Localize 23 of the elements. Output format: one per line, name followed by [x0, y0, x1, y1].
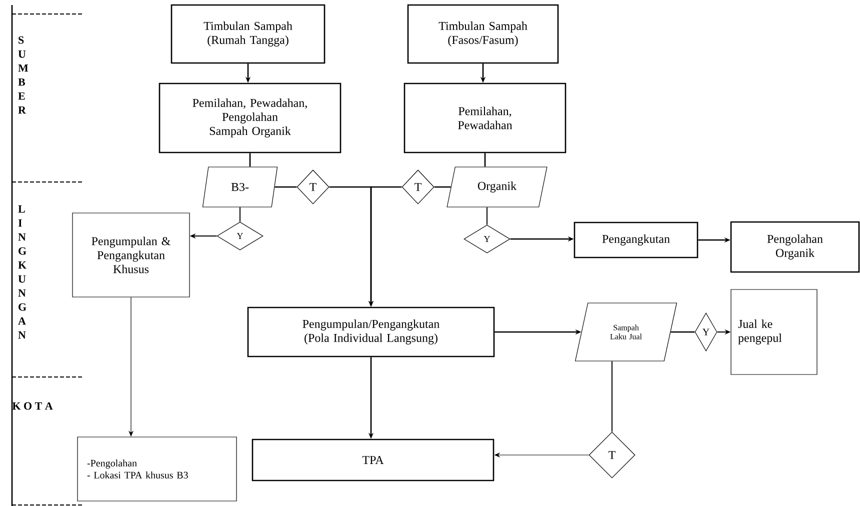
process-box: Timbulan Sampah (Fasos/Fasum) [407, 4, 559, 64]
section-label: L I N G K U N G A N [18, 205, 26, 339]
connector-line [670, 331, 695, 333]
process-box: Pemilahan, Pewadahan [404, 82, 566, 154]
process-box: Pengangkutan [574, 222, 698, 258]
process-box: Pengumpulan/Pengangkutan (Pola Individual Langsung) [247, 306, 495, 358]
process-box: -Pengolahan - Lokasi TPA khusus B3 [77, 436, 237, 502]
connector-line [486, 206, 488, 226]
process-box: Pengumpulan & Pengangkutan Khusus [72, 212, 190, 298]
connector-line [484, 153, 486, 167]
data-parallelogram: B3- [202, 166, 278, 208]
data-parallelogram: Organik [446, 166, 548, 208]
connector-line [274, 186, 297, 188]
process-box: TPA [252, 438, 494, 482]
process-box: Timbulan Sampah (Rumah Tangga) [170, 4, 326, 64]
section-label: K O T A [12, 402, 53, 410]
connector-line [434, 186, 451, 188]
process-box: Pengolahan Organik [730, 221, 860, 273]
section-label: S U M B E R [18, 36, 28, 114]
connector-line [249, 153, 251, 167]
connector-line [240, 206, 241, 222]
process-box: Pemilahan, Pewadahan, Pengolahan Sampah Organik [158, 82, 342, 154]
process-box: Jual ke pengepul [730, 289, 818, 375]
